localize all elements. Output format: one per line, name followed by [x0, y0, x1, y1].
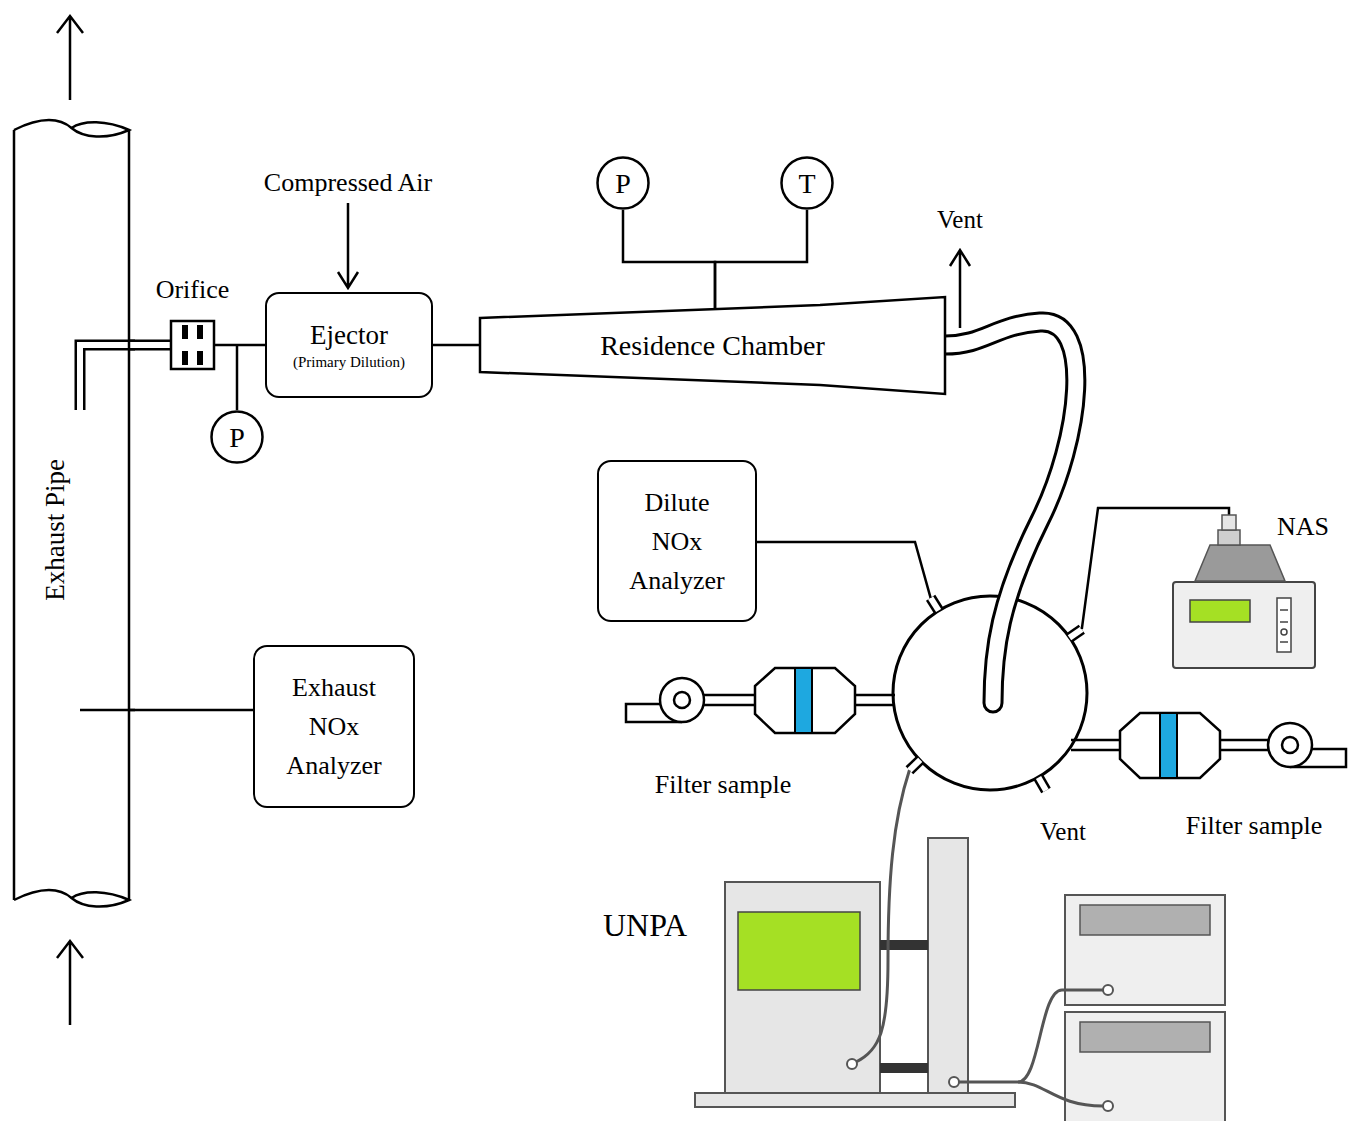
filter-media [795, 668, 812, 733]
nas-head [1195, 545, 1285, 581]
unpa-base [695, 1093, 1015, 1107]
orifice-plate [197, 325, 203, 339]
ejector-box: Ejector(Primary Dilution) [265, 292, 433, 398]
analyzer-box: Dilute NOx Analyzer [597, 460, 757, 622]
port-bore [1070, 629, 1082, 638]
pressure-tap [236, 345, 239, 410]
chamber-outline [480, 297, 945, 394]
sample-cable [958, 990, 1103, 1082]
flow-arrow [57, 941, 83, 1025]
cable-plug [1103, 985, 1113, 995]
air-label: Compressed Air [264, 167, 432, 198]
filter-media [1160, 713, 1177, 778]
port [1070, 629, 1082, 638]
sample-cable [1018, 1082, 1103, 1106]
transfer-hose [945, 322, 1076, 703]
instrument-label: UNPA [603, 906, 687, 944]
connector-line [215, 344, 265, 347]
pressure-gauge: P [210, 410, 264, 464]
unpa-connector [880, 1063, 928, 1073]
node-label: Residence Chamber [600, 328, 825, 363]
cable-plug [949, 1077, 959, 1087]
nas-controls [1280, 610, 1288, 642]
port [931, 598, 939, 611]
sample-probe [80, 345, 135, 410]
node-label: Exhaust NOx Analyzer [277, 668, 392, 785]
pump-rotor [1282, 737, 1298, 753]
orifice-outline [170, 320, 215, 370]
filter-holder [1120, 713, 1220, 778]
nas-inlet [1222, 515, 1236, 530]
temperature-gauge: T [780, 156, 834, 210]
connector-line [623, 210, 715, 309]
vent-label: Vent [1040, 817, 1086, 847]
node-sublabel: (Primary Dilution) [293, 353, 405, 372]
orifice-plate [182, 325, 188, 339]
sample-line [80, 709, 135, 712]
orifice-body [171, 321, 214, 369]
unpa-instrument [725, 882, 880, 1093]
node-label: T [798, 166, 815, 201]
gauge-circle [782, 158, 833, 209]
pump-symbol [660, 678, 704, 722]
gauge-circle [212, 412, 263, 463]
sample-line [757, 542, 931, 598]
counter-display [1080, 1022, 1210, 1052]
filter-label: Filter sample [1186, 810, 1322, 841]
nas-knob [1281, 629, 1287, 635]
port-bore [931, 598, 939, 611]
counter-display [1080, 905, 1210, 935]
connector-line [715, 210, 807, 309]
orifice-plate [182, 351, 188, 365]
cable-plug [1103, 1101, 1113, 1111]
connector-line [130, 709, 253, 712]
node-label: Exhaust Pipe [39, 459, 73, 601]
filter-holder [755, 668, 855, 733]
pressure-gauge: P [596, 156, 650, 210]
vent-arrow [950, 250, 970, 328]
node-label: Ejector [310, 319, 388, 353]
node-label: P [615, 166, 631, 201]
pipe-break [14, 890, 129, 907]
sample-cable [856, 770, 909, 1062]
nas-screen [1190, 600, 1250, 622]
sample-tube [130, 340, 170, 351]
nas-neck [1218, 530, 1240, 545]
nas-instrument [1173, 582, 1315, 668]
orifice: Orifice [170, 320, 215, 370]
cable-plug [847, 1059, 857, 1069]
pipe-break [14, 120, 129, 137]
nas-controls [1277, 598, 1291, 652]
filter-label: Filter sample [655, 769, 791, 800]
pipe-wall [14, 130, 129, 900]
air-arrow [338, 203, 358, 288]
gauge-circle [598, 158, 649, 209]
port [909, 760, 920, 770]
vent-label: Vent [937, 205, 983, 235]
flow-arrow [57, 16, 83, 100]
hose-bore [945, 322, 1076, 703]
port [1039, 777, 1047, 790]
pump-symbol [1268, 723, 1312, 767]
port-bore [1039, 777, 1047, 790]
analyzer-box: Exhaust NOx Analyzer [253, 645, 415, 808]
tube-bore [130, 342, 170, 348]
orifice-plate [197, 351, 203, 365]
port-bore [909, 760, 920, 770]
connector-line [433, 344, 480, 347]
instrument-label: NAS [1277, 511, 1329, 542]
node-label: P [229, 420, 245, 455]
exhaust-pipe-outline [13, 120, 130, 910]
pump-rotor [674, 692, 690, 708]
residence-chamber: Residence Chamber [480, 297, 945, 394]
unpa-screen [738, 912, 860, 990]
node-label: Dilute NOx Analyzer [620, 483, 735, 600]
probe-bore [80, 345, 135, 410]
exhaust-pipe: Exhaust Pipe [13, 120, 130, 910]
unpa-column [928, 838, 968, 1093]
